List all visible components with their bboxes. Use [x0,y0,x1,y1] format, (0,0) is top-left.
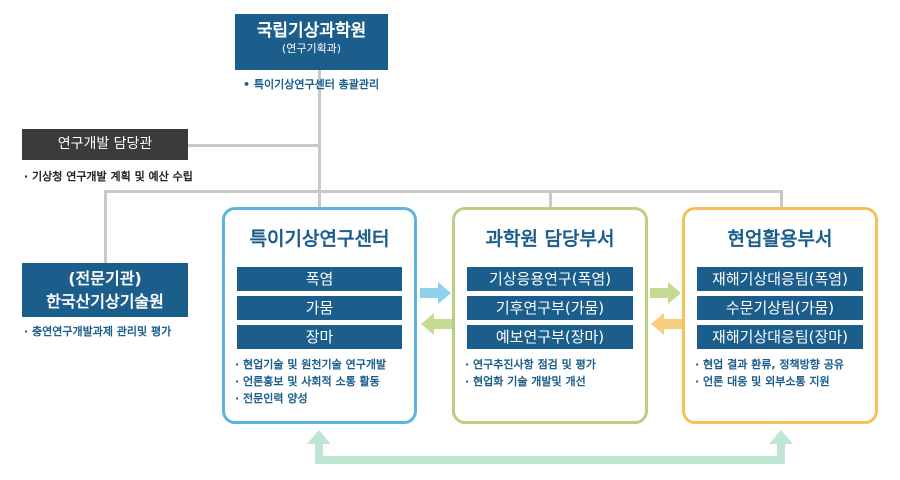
arrow-left-orange-icon [651,313,682,335]
panel-title: 특이기상연구센터 [249,228,390,250]
bottom-double-arrow-icon [307,430,793,464]
institution-line1: (전문기관) [68,269,142,288]
panel-bar: 수문기상팀(가뭄) [697,296,863,320]
list-item: 현업기술 및 원천기술 연구개발 [235,356,408,373]
panel-title: 과학원 담당부서 [485,228,615,250]
list-item: 언론 대응 및 외부소통 지원 [695,373,869,390]
connector-vertical-main [318,70,321,207]
connector-panel2 [549,190,552,207]
panel-bullet-list: 현업 결과 환류, 정책방향 공유 언론 대응 및 외부소통 지원 [695,356,869,390]
arrow-left-green-icon [421,313,452,335]
panel-science-departments: 과학원 담당부서 기상응용연구(폭염) 기후연구부(가뭄) 예보연구부(장마) … [452,207,648,424]
panel-title: 현업활용부서 [727,228,833,250]
rnd-officer-note: · 기상청 연구개발 계획 및 예산 수립 [24,170,193,183]
list-item: 언론홍보 및 사회적 소통 활동 [235,373,408,390]
arrow-right-blue-icon [420,282,451,304]
list-item: 현업화 기술 개발및 개선 [465,373,639,390]
specialized-institution-box: (전문기관) 한국산기상기술원 [22,263,188,317]
connector-horizontal-top [104,190,783,193]
panel-bar: 예보연구부(장마) [467,325,633,349]
panel-bar: 장마 [237,325,402,349]
institution-note: · 충연연구개발과제 관리및 평가 [24,325,172,338]
top-institute-title: 국립기상과학원 [256,21,367,41]
connector-panel3 [780,190,783,207]
connector-institution [104,190,107,263]
top-institute-subtitle: (연구기획과) [281,42,342,55]
list-item: 현업 결과 환류, 정책방향 공유 [695,356,869,373]
rnd-officer-box: 연구개발 담당관 [22,129,188,160]
list-item: 전문인력 양성 [235,390,408,407]
panel-bar: 기후연구부(가뭄) [467,296,633,320]
panel-bar: 재해기상대응팀(폭염) [697,267,863,291]
institution-line2: 한국산기상기술원 [46,292,164,311]
panel-bar: 재해기상대응팀(장마) [697,325,863,349]
panel-bar: 폭염 [237,267,402,291]
list-item: 연구추진사항 점검 및 평가 [465,356,639,373]
top-institute-note: • 특이기상연구센터 총괄관리 [243,78,380,91]
panel-bar: 가뭄 [237,296,402,320]
panel-operational-departments: 현업활용부서 재해기상대응팀(폭염) 수문기상팀(가뭄) 재해기상대응팀(장마)… [682,207,878,424]
panel-bullet-list: 연구추진사항 점검 및 평가 현업화 기술 개발및 개선 [465,356,639,390]
panel-research-center: 특이기상연구센터 폭염 가뭄 장마 현업기술 및 원천기술 연구개발 언론홍보 … [222,207,417,424]
panel-bullet-list: 현업기술 및 원천기술 연구개발 언론홍보 및 사회적 소통 활동 전문인력 양… [235,356,408,407]
top-institute-box: 국립기상과학원 (연구기획과) [235,14,388,70]
panel-bar: 기상응용연구(폭염) [467,267,633,291]
connector-officer [188,144,319,147]
arrow-right-green-icon [650,282,681,304]
